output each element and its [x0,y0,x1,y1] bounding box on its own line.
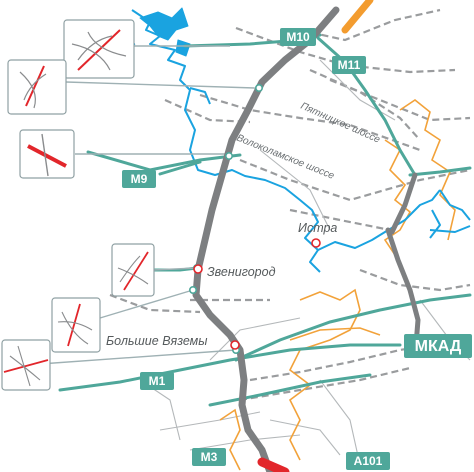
inset-interchange-pyatnitskoe[interactable] [7,59,67,115]
stream [309,249,321,273]
road-shield-mkad: МКАД [404,334,472,358]
highway-volokolamskoe [86,150,242,172]
ring-nodes [189,84,264,354]
local-road [319,379,361,466]
m11-label: M11 [338,58,361,72]
volokolamskoe-label: Волоколамское шоссе [235,133,336,182]
construction-segment [341,0,374,34]
road-shield-m3: M3 [192,448,226,466]
bolshie-vyazemy-label: Большие Вяземы [106,334,207,348]
istra-marker [311,238,321,248]
road-shield-m10: M10 [280,28,316,46]
local-road [209,317,301,361]
railway-line [239,158,471,202]
railway-line [299,8,441,42]
mkad-label: МКАД [415,338,462,355]
highway-m1-branch [234,293,472,362]
m1-label: M1 [149,374,166,388]
railway-line [199,93,421,152]
railway-line [164,98,251,124]
zvenigorod-marker [193,264,203,274]
m3-label: M3 [201,450,218,464]
m9-label: M9 [131,172,148,186]
highway-m9 [158,160,202,176]
zvenigorod-label: Звенигород [207,265,276,279]
town-markers [193,238,321,350]
inset-interchange-m1[interactable] [1,339,51,391]
road-shield-m1: M1 [140,372,174,390]
railway-line [289,208,391,232]
local-road [189,434,301,451]
road-shield-m9: M9 [122,170,156,188]
local-road [259,149,331,231]
m10-label: M10 [286,30,310,44]
highway-east [208,373,372,407]
istra-label: Истра [298,221,337,235]
boundary-line [219,408,241,471]
road-shield-a101: A101 [346,452,390,470]
inset-interchange-zvenigorod[interactable] [111,243,155,297]
reservoir [139,7,189,41]
local-road [269,419,341,456]
road-shield-m11: M11 [332,56,366,74]
stream [429,225,471,233]
stream [189,87,211,105]
railway-line [329,78,471,122]
junction-node [189,285,198,294]
stream [429,209,441,239]
accent-segment [257,457,290,472]
highway-m1 [58,343,402,392]
boundary-line [288,288,361,461]
railway-line [359,268,471,292]
inset-interchange-m9[interactable] [19,129,75,179]
inset-interchange-m10[interactable] [63,19,135,79]
boundaries [219,99,456,471]
junction-node [225,152,234,161]
bolshie-vyazemy-marker [230,340,240,350]
leaders [39,45,256,365]
stream [439,189,471,221]
highway-mkad-radial [408,166,472,177]
pyatnitskoe-label: Пятницкое шоссе [299,101,382,146]
highways [58,33,472,407]
water [99,7,471,273]
inset-interchange-bolshie-vyazemy[interactable] [51,297,101,353]
reservoir [175,39,191,57]
railway-line [109,293,201,314]
a101-label: A101 [354,454,383,468]
river [131,9,441,251]
boundary-line [289,327,381,341]
railway-line [239,366,411,402]
junction-node [255,84,264,93]
